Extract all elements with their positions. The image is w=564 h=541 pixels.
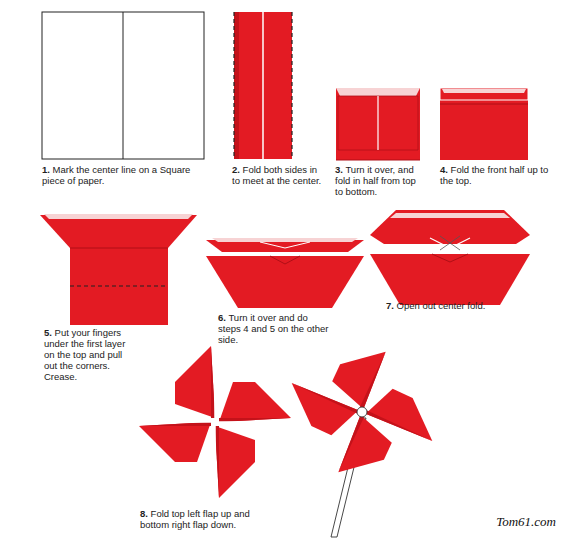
watermark: Tom61.com — [496, 514, 556, 530]
step-instruction: Fold both sides in to meet at the center… — [232, 164, 321, 186]
step-number: 4. — [440, 164, 448, 175]
step5-paper — [40, 214, 197, 325]
step-instruction: Mark the center line on a Square piece o… — [42, 164, 190, 186]
step-number: 1. — [42, 164, 50, 175]
pinwheel-stick — [266, 321, 458, 537]
step-number: 6. — [218, 312, 226, 323]
step-instruction: Put your fingers under the first layer o… — [44, 327, 125, 382]
step-caption: 5. Put your fingers under the first laye… — [44, 327, 136, 382]
step-caption: 6. Turn it over and do steps 4 and 5 on … — [218, 312, 330, 345]
step-caption: 7. Open out center fold. — [386, 300, 536, 311]
step-instruction: Fold the front half up to the top. — [440, 164, 548, 186]
step-caption: 2. Fold both sides in to meet at the cen… — [232, 164, 324, 186]
step-number: 8. — [140, 508, 148, 519]
step-caption: 4. Fold the front half up to the top. — [440, 164, 550, 186]
step-number: 7. — [386, 300, 394, 311]
step-caption: 3. Turn it over, and fold in half from t… — [335, 164, 423, 197]
step-instruction: Open out center fold. — [397, 300, 486, 311]
step-number: 3. — [335, 164, 343, 175]
step-number: 2. — [232, 164, 240, 175]
step-instruction: Turn it over and do steps 4 and 5 on the… — [218, 312, 328, 345]
step-caption: 8. Fold top left flap up and bottom righ… — [140, 508, 280, 530]
step2-paper — [234, 12, 292, 159]
step1-paper — [42, 12, 204, 159]
step6-paper — [206, 238, 364, 308]
step3-paper — [336, 88, 420, 160]
step-number: 5. — [44, 327, 52, 338]
step-instruction: Fold top left flap up and bottom right f… — [140, 508, 250, 530]
step7-paper — [370, 210, 530, 305]
step-caption: 1. Mark the center line on a Square piec… — [42, 164, 192, 186]
step4-paper — [440, 88, 528, 160]
pinwheel-flat — [137, 344, 293, 500]
step-instruction: Turn it over, and fold in half from top … — [335, 164, 416, 197]
